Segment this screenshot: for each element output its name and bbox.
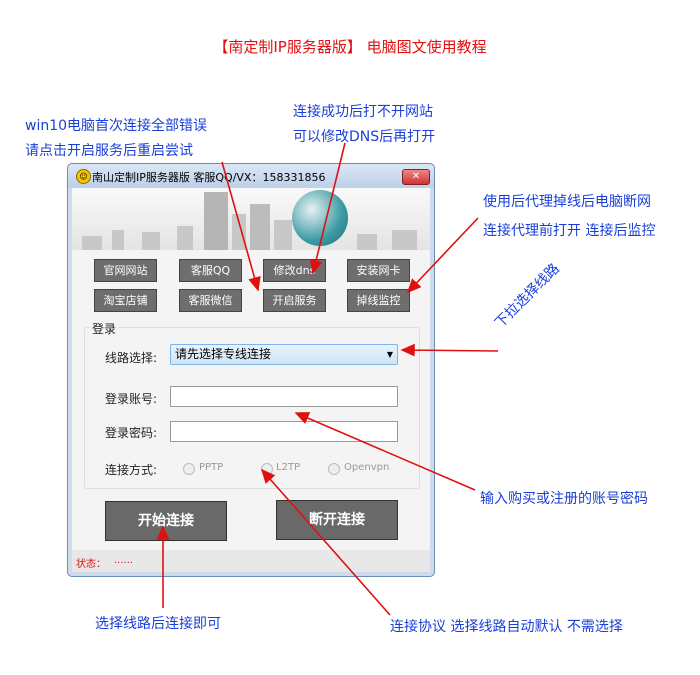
client-area: 官网网站 客服QQ 修改dns 安装网卡 淘宝店铺 客服微信 开启服务 掉线监控… <box>72 188 430 572</box>
page-title: 【南定制IP服务器版】 电脑图文使用教程 <box>213 38 487 56</box>
account-label: 登录账号: <box>105 392 158 406</box>
status-value: ...... <box>114 555 134 566</box>
l2tp-label: L2TP <box>276 462 301 473</box>
login-group <box>84 327 420 489</box>
annotation-protocol: 连接协议 选择线路自动默认 不需选择 <box>390 619 623 635</box>
arrow-to-start-service <box>221 161 261 292</box>
account-input[interactable] <box>170 386 398 407</box>
close-button[interactable]: ✕ <box>402 169 430 185</box>
disconnect-monitor-button[interactable]: 掉线监控 <box>347 289 410 312</box>
pptp-radio[interactable] <box>183 463 195 475</box>
method-label: 连接方式: <box>105 463 158 477</box>
status-label: 状态： <box>76 559 106 570</box>
password-label: 登录密码: <box>105 426 158 440</box>
window-title: 南山定制IP服务器版 客服QQ/VX：158331856 <box>92 171 326 184</box>
arrow-to-protocol <box>260 468 391 616</box>
openvpn-label: Openvpn <box>344 462 390 473</box>
arrow-to-modify-dns <box>309 142 346 275</box>
disconnect-button[interactable]: 断开连接 <box>276 500 398 540</box>
route-select-value: 请先选择专线连接 <box>175 347 272 361</box>
annotation-win10-line2: 请点击开启服务后重启尝试 <box>25 143 193 159</box>
support-qq-button[interactable]: 客服QQ <box>179 259 242 282</box>
annotation-dns-line1: 连接成功后打不开网站 <box>293 104 433 120</box>
city-banner-image <box>72 188 430 250</box>
start-service-button[interactable]: 开启服务 <box>263 289 326 312</box>
annotation-monitor-line1: 使用后代理掉线后电脑断网 <box>483 194 651 210</box>
arrow-to-route-select <box>400 343 499 357</box>
status-bar: 状态： ...... <box>72 550 430 572</box>
support-wechat-button[interactable]: 客服微信 <box>179 289 242 312</box>
route-select[interactable]: 请先选择专线连接 ▼ <box>170 344 398 365</box>
openvpn-radio[interactable] <box>328 463 340 475</box>
annotation-monitor-line2: 连接代理前打开 连接后监控 <box>483 223 656 239</box>
app-window: ☺ 南山定制IP服务器版 客服QQ/VX：158331856 ✕ 官网网站 客服… <box>67 163 435 577</box>
app-smiley-icon: ☺ <box>76 169 91 184</box>
dropdown-arrow-icon: ▼ <box>386 350 393 359</box>
website-button[interactable]: 官网网站 <box>94 259 157 282</box>
route-label: 线路选择: <box>105 351 158 365</box>
title-bar[interactable]: ☺ 南山定制IP服务器版 客服QQ/VX：158331856 ✕ <box>68 164 434 188</box>
taobao-shop-button[interactable]: 淘宝店铺 <box>94 289 157 312</box>
annotation-win10-line1: win10电脑首次连接全部错误 <box>25 118 208 134</box>
annotation-dns-line2: 可以修改DNS后再打开 <box>293 129 436 145</box>
annotation-account: 输入购买或注册的账号密码 <box>480 491 648 507</box>
login-group-title: 登录 <box>90 320 119 337</box>
password-input[interactable] <box>170 421 398 442</box>
arrow-to-account <box>294 412 476 491</box>
pptp-label: PPTP <box>199 462 224 473</box>
globe-image <box>292 190 348 246</box>
annotation-connect: 选择线路后连接即可 <box>95 616 221 632</box>
install-adapter-button[interactable]: 安装网卡 <box>347 259 410 282</box>
arrow-to-monitor <box>406 217 479 294</box>
